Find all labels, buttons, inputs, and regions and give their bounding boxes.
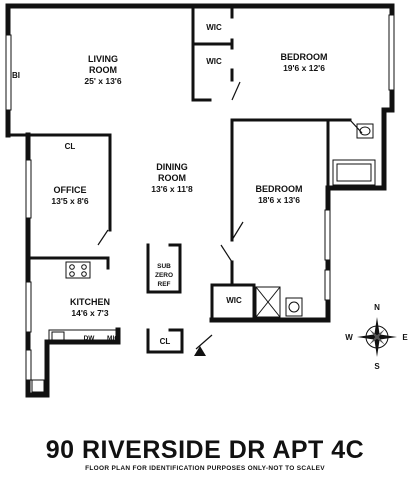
sub-zero-label-2: ZERO — [155, 272, 173, 279]
kitchen-dims: 14'6 x 7'3 — [71, 308, 108, 318]
doors — [97, 81, 363, 350]
dining-room-dims: 13'6 x 11'8 — [151, 184, 193, 194]
entry-arrow-icon — [194, 346, 206, 356]
sub-zero-label-3: REF — [158, 281, 171, 288]
floor-plan: LIVING ROOM 25' x 13'6 DINING ROOM 13'6 … — [5, 3, 408, 398]
dining-room-label-2: ROOM — [158, 173, 186, 183]
compass-north: N — [374, 303, 380, 312]
windows — [5, 14, 395, 381]
compass-south: S — [374, 362, 380, 371]
fixtures — [31, 123, 376, 393]
interior-walls — [6, 4, 352, 354]
built-in-label: BI — [12, 71, 20, 80]
compass-east: E — [402, 333, 408, 342]
office-label: OFFICE — [54, 185, 87, 195]
compass-rose-icon — [357, 317, 397, 357]
kitchen-label: KITCHEN — [70, 297, 110, 307]
living-room-label-2: ROOM — [89, 65, 117, 75]
wic-label-3: WIC — [226, 296, 242, 305]
bedroom1-dims: 19'6 x 12'6 — [283, 63, 325, 73]
sub-zero-label-1: SUB — [157, 263, 171, 270]
bedroom2-dims: 18'6 x 13'6 — [258, 195, 300, 205]
wic-label-1: WIC — [206, 23, 222, 32]
wic-label-2: WIC — [206, 57, 222, 66]
dishwasher-label: DW — [84, 335, 96, 342]
entry-closet-label: CL — [160, 337, 171, 346]
dining-room-label-1: DINING — [156, 162, 188, 172]
office-closet-label: CL — [65, 142, 76, 151]
microwave-label: MIC — [107, 335, 119, 342]
bedroom1-label: BEDROOM — [281, 52, 328, 62]
office-dims: 13'5 x 8'6 — [51, 196, 88, 206]
bedroom2-label: BEDROOM — [256, 184, 303, 194]
compass-west: W — [345, 333, 353, 342]
living-room-label-1: LIVING — [88, 54, 118, 64]
living-room-dims: 25' x 13'6 — [84, 76, 121, 86]
listing-title: 90 RIVERSIDE DR APT 4C — [45, 436, 365, 464]
disclaimer-text: FLOOR PLAN FOR IDENTIFICATION PURPOSES O… — [85, 465, 325, 472]
